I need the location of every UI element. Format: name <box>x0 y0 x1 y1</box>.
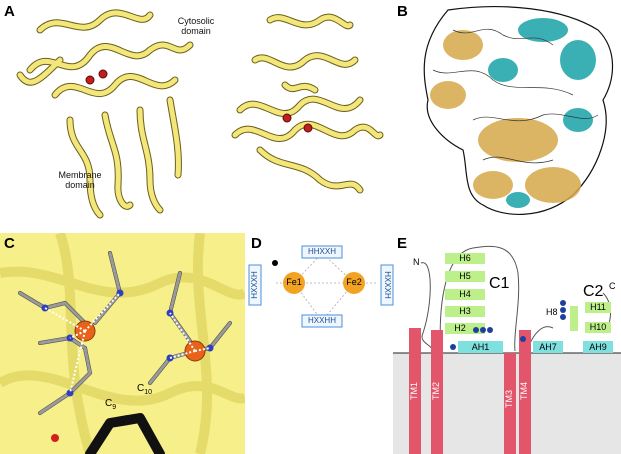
tm-helix-label: TM4 <box>519 374 531 408</box>
panel-e-label: E <box>397 235 407 252</box>
c10-label: C10 <box>137 383 152 396</box>
h8-label: H8 <box>546 307 558 317</box>
diiron-coordination-diagram <box>247 233 395 454</box>
helix-label: H2 <box>445 323 475 334</box>
tm-helix-label: TM3 <box>504 382 516 416</box>
fe2-label: Fe2 <box>343 277 365 287</box>
amphipathic-helix-label: AH1 <box>458 341 503 353</box>
c-terminus-label: C <box>609 281 616 291</box>
amphipathic-helix-label: AH7 <box>533 341 563 353</box>
helix-label: H11 <box>585 302 611 313</box>
helix-label: H6 <box>445 253 485 264</box>
cytosolic-domain-label: Cytosolic domain <box>156 16 236 36</box>
motif-bottom: HXXHH <box>302 316 342 325</box>
panel-e: E N C C1 C2 H8 H6 H5 H4 H3 H2 H11 <box>393 233 621 454</box>
panel-b: B <box>393 0 621 228</box>
iron-atom <box>86 76 94 84</box>
helix-label: H5 <box>445 271 485 282</box>
motif-top: HHXXH <box>302 247 342 256</box>
motif-right: HXXXH <box>382 271 392 299</box>
iron-atom <box>283 114 291 122</box>
membrane-domain-label: Membrane domain <box>40 170 120 190</box>
iron-atom <box>99 70 107 78</box>
tm-helix-label: TM1 <box>409 374 421 408</box>
n-terminus-label: N <box>413 257 420 267</box>
tm-helix-label: TM2 <box>431 374 443 408</box>
helix-label: H3 <box>445 306 485 317</box>
amphipathic-helix-label: AH9 <box>583 341 613 353</box>
motif-left: HXXXH <box>250 271 260 299</box>
c2-domain-label: C2 <box>583 283 603 301</box>
fe1-label: Fe1 <box>283 277 305 287</box>
helix-label: H4 <box>445 289 485 300</box>
hydrophobicity-surface <box>393 0 621 228</box>
c1-domain-label: C1 <box>489 275 509 293</box>
panel-c-label: C <box>4 235 15 252</box>
active-site-structure <box>0 233 245 454</box>
panel-b-label: B <box>397 3 408 20</box>
c9-label: C9 <box>105 398 116 411</box>
panel-a-label: A <box>4 3 15 20</box>
iron-atom <box>304 124 312 132</box>
panel-a: A <box>0 0 390 228</box>
helix-label: H10 <box>585 322 611 333</box>
panel-d: D Fe1 Fe2 HHXXH HXXHH HXXXH HXXXH <box>247 233 395 454</box>
panel-c: C C9 C10 <box>0 233 245 454</box>
panel-d-label: D <box>251 235 262 252</box>
